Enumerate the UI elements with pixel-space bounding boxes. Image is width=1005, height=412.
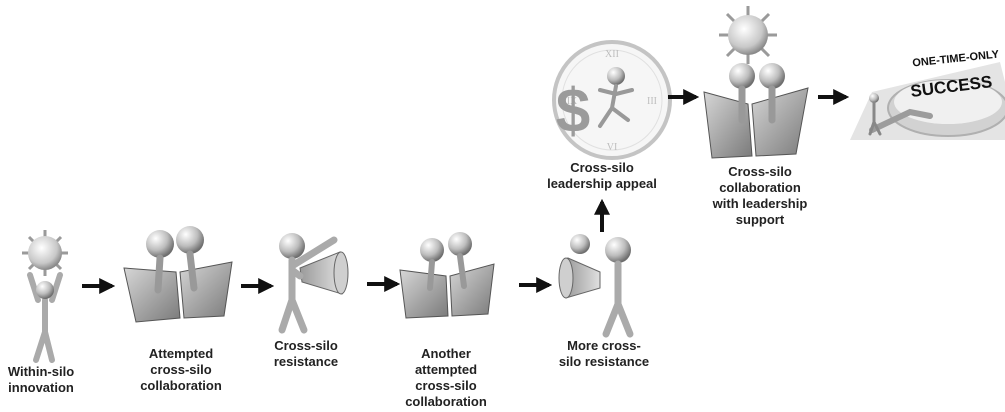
sun-icon [22, 230, 68, 276]
megaphone-icon [558, 257, 601, 299]
step-label-another-attempted-collaboration: Another attempted cross-silo collaborati… [405, 346, 487, 409]
step-label-cross-silo-resistance: Cross-silo resistance [273, 338, 339, 369]
svg-text:IX: IX [567, 96, 578, 107]
within-silo-innovation-figure [22, 230, 68, 363]
person-figure-icon [27, 272, 63, 363]
step-label-more-resistance: More cross- silo resistance [558, 338, 650, 369]
cross-silo-resistance-figure [278, 233, 349, 334]
sun-icon [719, 6, 777, 64]
svg-text:XII: XII [605, 49, 619, 60]
step-label-attempted-collaboration: Attempted cross-silo collaboration [140, 346, 222, 393]
svg-text:VI: VI [607, 142, 618, 153]
laptop-icon [123, 261, 233, 323]
one-time-only-success-figure: ONE-TIME-ONLY SUCCESS [850, 48, 1005, 140]
clock-icon: XII III VI IX [552, 40, 672, 160]
laptop-icon [703, 87, 809, 159]
dollar-symbol: $ [556, 77, 590, 146]
step-label-leadership-appeal: Cross-silo leadership appeal [547, 160, 657, 191]
another-attempted-collaboration-figure [399, 232, 495, 319]
step-label-collaboration-with-leadership: Cross-silo collaboration with leadership… [712, 164, 808, 227]
more-resistance-figure [558, 234, 634, 338]
megaphone-icon [299, 251, 349, 295]
laptop-icon [399, 263, 495, 319]
step-label-within-silo-innovation: Within-silo innovation [7, 364, 75, 395]
leadership-appeal-figure: XII III VI IX $ [552, 40, 672, 160]
svg-text:III: III [647, 96, 657, 107]
collaboration-with-leadership-figure [703, 6, 809, 159]
attempted-collaboration-figure [123, 226, 233, 323]
